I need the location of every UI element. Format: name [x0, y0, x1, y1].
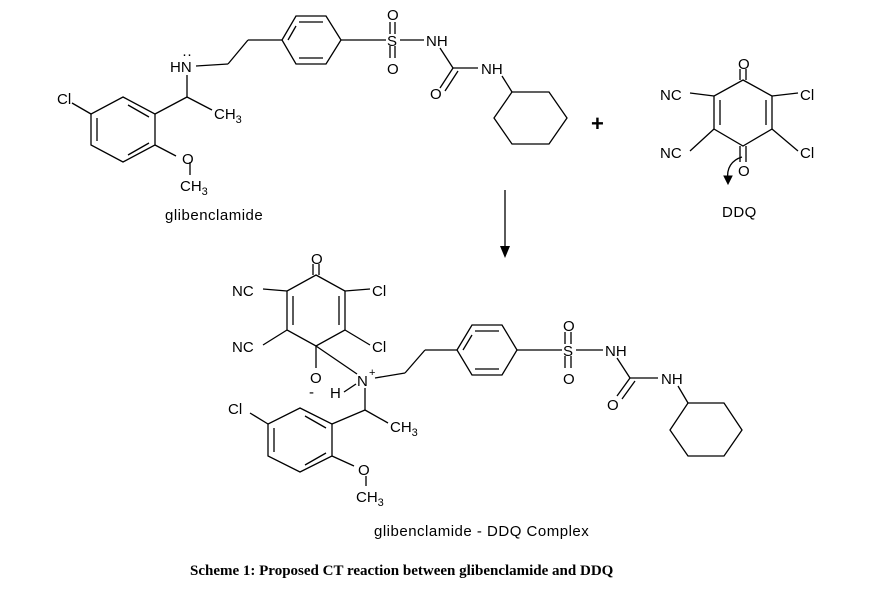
complex-name: glibenclamide - DDQ Complex — [374, 523, 589, 540]
sulfonamide-nh-label: NH — [426, 33, 448, 50]
glibenclamide-name: glibenclamide — [165, 207, 263, 224]
chlorine-label: Cl — [57, 91, 71, 108]
lone-pair-dots: ·· — [182, 46, 192, 63]
complex-cyano-2: NC — [232, 339, 254, 356]
phenylene-ring — [281, 15, 342, 65]
methoxy-oxygen-label: O — [182, 151, 194, 168]
complex-chlorophenyl-ring — [267, 407, 333, 473]
ddq-chlorine-2: Cl — [800, 145, 814, 162]
ddq-cyano-1: NC — [660, 87, 682, 104]
complex-oxygen-top: O — [311, 251, 323, 268]
complex-hydrogen: H — [330, 385, 341, 402]
plus-sign: + — [591, 111, 604, 136]
complex-sulfonamide-nh: NH — [605, 343, 627, 360]
complex-sulfonyl-oxygen-bottom: O — [563, 371, 575, 388]
complex-urea-nh: NH — [661, 371, 683, 388]
complex-methoxy-methyl: CH3 — [356, 489, 384, 509]
complex-sulfur-label: S — [563, 343, 573, 360]
ddq-ring — [713, 79, 773, 147]
complex-chlorine-2: Cl — [372, 339, 386, 356]
urea-oxygen-label: O — [430, 86, 442, 103]
ddq-chlorine-1: Cl — [800, 87, 814, 104]
complex-phenylene-ring — [456, 324, 518, 376]
ddq-oxygen-top: O — [738, 56, 750, 73]
methyl-label: CH3 — [214, 106, 242, 126]
ddq-oxygen-bottom: O — [738, 163, 750, 180]
glibenclamide-structure: Cl HN ·· CH3 O CH3 S O O NH NH O glibenc… — [57, 7, 568, 224]
sulfonyl-oxygen-bottom: O — [387, 61, 399, 78]
complex-cyclohexyl-ring — [669, 402, 743, 457]
complex-methyl-label: CH3 — [390, 419, 418, 439]
ddq-structure: O O NC NC Cl Cl DDQ — [660, 56, 814, 221]
amine-label: HN — [170, 59, 192, 76]
ddq-name: DDQ — [722, 204, 757, 221]
complex-urea-oxygen: O — [607, 397, 619, 414]
methoxy-methyl-label: CH3 — [180, 178, 208, 198]
urea-nh-label: NH — [481, 61, 503, 78]
complex-ammonium-n: N — [357, 373, 368, 390]
scheme-caption: Scheme 1: Proposed CT reaction between g… — [190, 563, 614, 579]
complex-ammonium-charge: + — [369, 367, 375, 379]
complex-chlorine-1: Cl — [372, 283, 386, 300]
complex-structure: O NC NC Cl Cl O - H N + Cl CH3 O CH3 S O… — [228, 251, 743, 540]
sulfonyl-oxygen-top: O — [387, 7, 399, 24]
cyclohexyl-ring — [493, 91, 568, 145]
complex-methoxy-oxygen: O — [358, 462, 370, 479]
reaction-arrow — [500, 190, 510, 258]
chlorophenyl-ring — [90, 96, 156, 163]
complex-cyano-1: NC — [232, 283, 254, 300]
sulfur-label: S — [387, 33, 397, 50]
complex-ddq-ring — [286, 274, 346, 347]
complex-oxide-oxygen: O — [310, 370, 322, 387]
complex-aryl-chlorine: Cl — [228, 401, 242, 418]
ddq-cyano-2: NC — [660, 145, 682, 162]
complex-oxide-charge: - — [309, 384, 314, 401]
complex-sulfonyl-oxygen-top: O — [563, 318, 575, 335]
